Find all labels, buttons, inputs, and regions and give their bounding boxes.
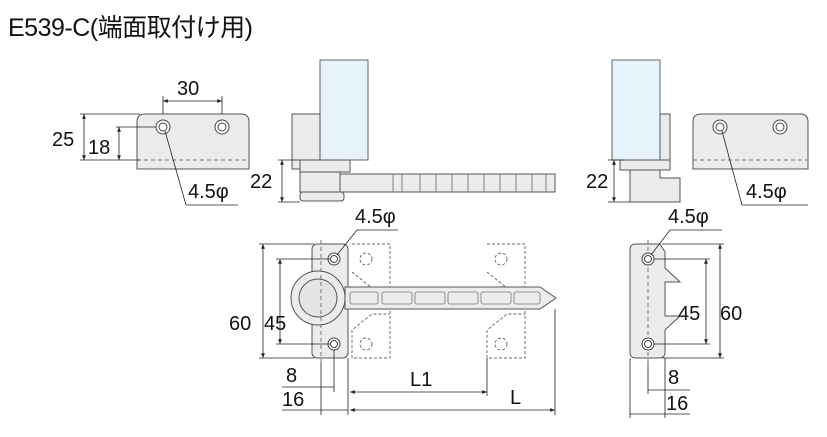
dim-top-plate-pitch: 30: [177, 78, 199, 100]
dim-top-plate-height: 25: [52, 129, 74, 151]
dim-side-height-left: 22: [250, 171, 272, 193]
dim-hole-diameter-top-left: 4.5φ: [188, 181, 229, 203]
dim-offset-8-left: 8: [286, 365, 297, 387]
dim-side-height-right: 22: [586, 171, 608, 193]
page-title: E539-C(端面取付け用): [8, 14, 253, 42]
dim-hole-diameter-end: 4.5φ: [668, 206, 709, 228]
end-view: 4.5φ 45 60 8 16: [629, 206, 742, 418]
dim-width-16-right: 16: [666, 393, 688, 415]
dim-end-hole-pitch: 45: [678, 303, 700, 325]
dim-hole-diameter-top-right: 4.5φ: [746, 181, 787, 203]
dim-offset-8-right: 8: [668, 367, 679, 389]
dim-hole-diameter-front: 4.5φ: [355, 206, 396, 228]
front-view: 4.5φ 60 45 8 16 L1 L: [229, 206, 557, 415]
dim-front-height: 60: [229, 313, 251, 335]
dim-top-plate-hole-height: 18: [88, 137, 110, 159]
dim-front-hole-pitch: 45: [264, 313, 286, 335]
dim-length-l1: L1: [410, 369, 432, 391]
right-side-view: 22 4.5φ: [586, 59, 809, 206]
dim-length-l: L: [510, 387, 521, 409]
dim-end-height: 60: [720, 303, 742, 325]
top-plate-view: 30 25 18 4.5φ: [52, 78, 250, 206]
dim-width-16-left: 16: [282, 389, 304, 411]
left-side-view: 22: [250, 59, 556, 203]
